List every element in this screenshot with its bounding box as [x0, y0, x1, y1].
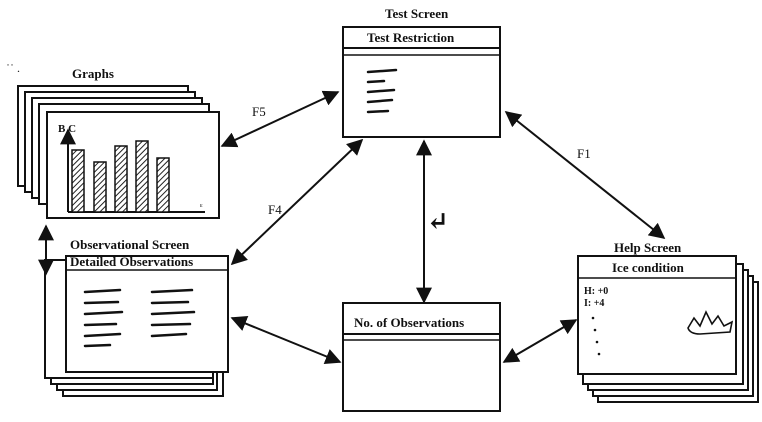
graphs-stack: Graphs ˙˙ . B C ᵋ	[6, 61, 220, 219]
detailed-observations-title: Detailed Observations	[70, 254, 193, 269]
f1-label: F1	[577, 146, 591, 161]
test-screen-title: Test Screen	[385, 6, 449, 21]
test-restriction-title: Test Restriction	[367, 30, 455, 45]
enter-key-icon: ↵	[427, 207, 449, 236]
observational-screen-title: Observational Screen	[70, 237, 190, 252]
graph-bar	[156, 157, 170, 213]
connectors	[38, 90, 666, 364]
obs-count-connector	[230, 316, 342, 364]
help-note: H: +0	[584, 286, 608, 297]
help-note: I: +4	[584, 298, 604, 309]
count-help-connector	[502, 319, 578, 363]
f5-connector	[220, 90, 340, 148]
help-dots	[591, 316, 601, 356]
graph-bar	[93, 161, 107, 213]
ice-sketch-icon	[687, 310, 734, 335]
graphs-title: Graphs	[72, 66, 114, 81]
graph-bar	[71, 149, 85, 213]
observation-text-lines	[83, 288, 196, 348]
observational-screen-stack: Observational Screen Detailed Observatio…	[44, 237, 229, 397]
f4-connector	[230, 138, 364, 266]
f4-label: F4	[268, 202, 282, 217]
f5-label: F5	[252, 104, 266, 119]
graph-bar	[135, 140, 149, 213]
observations-count-window: No. of Observations	[342, 302, 501, 412]
test-screen-text-lines	[366, 68, 398, 114]
observations-count-title: No. of Observations	[354, 315, 464, 330]
graph-axis-label: B C	[58, 123, 76, 135]
stack-dots: ˙˙ .	[6, 61, 20, 75]
help-screen-stack: Help Screen Ice condition H: +0 I: +4	[577, 240, 759, 403]
help-screen-title: Help Screen	[614, 240, 682, 255]
ice-condition-title: Ice condition	[612, 260, 685, 275]
graph-bar	[114, 145, 128, 213]
graph-chart: B C ᵋ	[58, 123, 205, 213]
f1-connector	[504, 111, 666, 239]
test-screen-window: Test Screen Test Restriction	[342, 6, 501, 138]
graph-x-mark: ᵋ	[200, 201, 203, 213]
